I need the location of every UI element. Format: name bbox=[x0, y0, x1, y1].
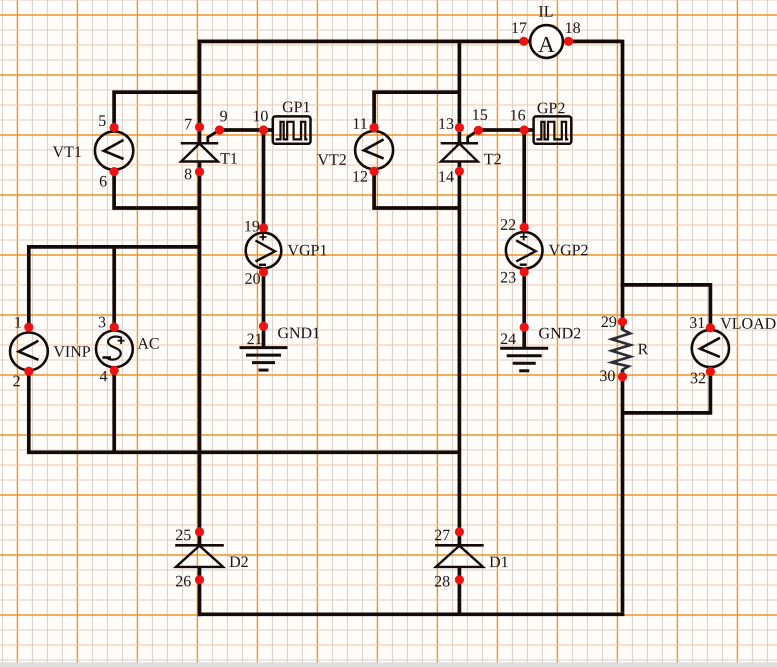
svg-text:10: 10 bbox=[252, 108, 268, 125]
svg-text:GND2: GND2 bbox=[539, 325, 582, 342]
svg-text:31: 31 bbox=[689, 315, 705, 332]
svg-text:23: 23 bbox=[500, 269, 516, 286]
svg-text:30: 30 bbox=[599, 368, 615, 385]
svg-text:29: 29 bbox=[601, 314, 617, 331]
svg-text:27: 27 bbox=[434, 527, 450, 544]
svg-text:6: 6 bbox=[99, 174, 107, 191]
svg-text:VGP1: VGP1 bbox=[287, 242, 327, 259]
svg-text:17: 17 bbox=[511, 20, 527, 37]
svg-text:AC: AC bbox=[137, 336, 159, 353]
svg-text:VGP2: VGP2 bbox=[549, 242, 589, 259]
svg-text:28: 28 bbox=[434, 574, 450, 591]
svg-text:16: 16 bbox=[510, 107, 526, 124]
svg-text:12: 12 bbox=[352, 169, 368, 186]
svg-text:VT1: VT1 bbox=[53, 144, 82, 161]
svg-text:VINP: VINP bbox=[53, 344, 90, 361]
svg-text:18: 18 bbox=[565, 20, 581, 37]
svg-text:21: 21 bbox=[247, 331, 263, 348]
svg-text:IL: IL bbox=[538, 4, 553, 21]
svg-text:4: 4 bbox=[99, 368, 107, 385]
svg-text:19: 19 bbox=[244, 218, 260, 235]
svg-text:R: R bbox=[638, 341, 649, 358]
svg-text:GP1: GP1 bbox=[282, 99, 310, 116]
svg-text:T1: T1 bbox=[220, 151, 238, 168]
svg-text:15: 15 bbox=[472, 107, 488, 124]
svg-text:A: A bbox=[538, 32, 555, 57]
svg-text:9: 9 bbox=[220, 108, 228, 125]
svg-text:5: 5 bbox=[98, 113, 106, 130]
svg-text:25: 25 bbox=[175, 527, 191, 544]
svg-text:22: 22 bbox=[500, 217, 516, 234]
svg-text:20: 20 bbox=[245, 271, 261, 288]
svg-text:8: 8 bbox=[184, 166, 192, 183]
svg-text:3: 3 bbox=[98, 314, 106, 331]
svg-text:32: 32 bbox=[690, 370, 706, 387]
svg-text:VT2: VT2 bbox=[317, 152, 346, 169]
svg-text:GND1: GND1 bbox=[277, 325, 320, 342]
svg-text:VLOAD: VLOAD bbox=[720, 316, 776, 333]
svg-text:D1: D1 bbox=[489, 554, 509, 571]
svg-text:D2: D2 bbox=[229, 554, 249, 571]
svg-text:GP2: GP2 bbox=[537, 100, 565, 117]
svg-text:2: 2 bbox=[13, 373, 21, 390]
svg-text:11: 11 bbox=[352, 116, 367, 133]
svg-text:7: 7 bbox=[184, 116, 192, 133]
svg-text:T2: T2 bbox=[484, 151, 502, 168]
svg-text:1: 1 bbox=[14, 315, 22, 332]
svg-text:13: 13 bbox=[438, 116, 454, 133]
svg-text:14: 14 bbox=[438, 169, 454, 186]
svg-text:26: 26 bbox=[175, 573, 191, 590]
svg-text:24: 24 bbox=[500, 331, 516, 348]
